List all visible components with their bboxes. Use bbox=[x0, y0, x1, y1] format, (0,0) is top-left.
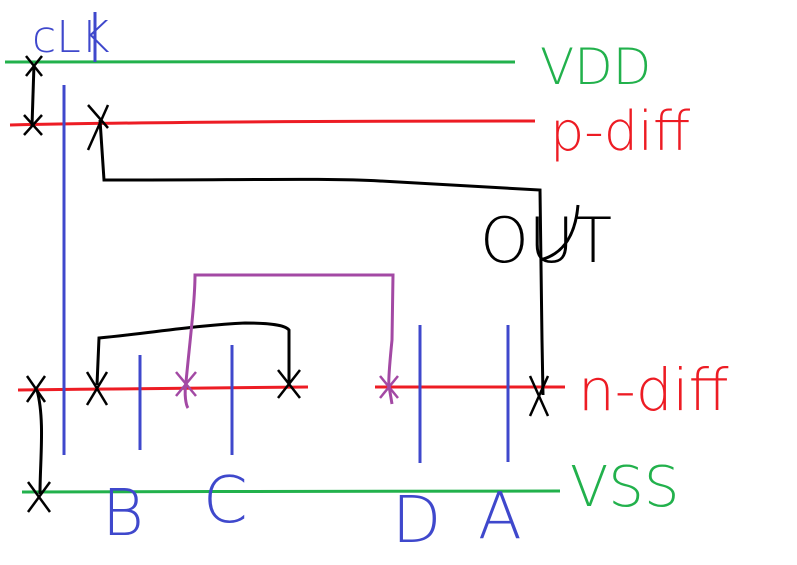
contact-pdiff-out bbox=[86, 104, 110, 151]
p-diffusion-line bbox=[9, 119, 536, 127]
contact-vss bbox=[26, 481, 52, 513]
clk-label: cLK bbox=[32, 12, 110, 63]
out-wire bbox=[98, 119, 545, 396]
vss-label: VSS bbox=[570, 455, 679, 520]
contact-ndiff-out bbox=[528, 375, 550, 417]
vdd-label: VDD bbox=[540, 38, 651, 96]
contact-ndiff-left bbox=[25, 375, 47, 403]
ndiff-to-vss-link bbox=[35, 389, 44, 495]
contact-vdd bbox=[25, 55, 43, 77]
out-label: OUT bbox=[480, 204, 612, 277]
contact-ndiff-2 bbox=[277, 369, 301, 399]
n-diffusion-line-left bbox=[17, 385, 309, 392]
via-metal2-left bbox=[175, 371, 197, 397]
gate-a-label: A bbox=[478, 480, 522, 554]
n-bridge-wire bbox=[95, 321, 291, 386]
gate-d-label: D bbox=[392, 484, 441, 558]
ndiff-label: n-diff bbox=[578, 356, 729, 424]
vdd-to-pdiff-link bbox=[30, 63, 36, 127]
metal2-route bbox=[184, 273, 395, 387]
contact-ndiff-1 bbox=[85, 371, 109, 406]
pdiff-label: p-diff bbox=[550, 100, 690, 163]
via-metal2-right bbox=[379, 375, 399, 399]
vss-rail bbox=[21, 489, 561, 494]
gate-b-label: B bbox=[102, 477, 144, 551]
out-label-stroke bbox=[539, 204, 580, 262]
contact-pdiff-left bbox=[23, 114, 43, 136]
gate-c-label: C bbox=[203, 464, 248, 538]
